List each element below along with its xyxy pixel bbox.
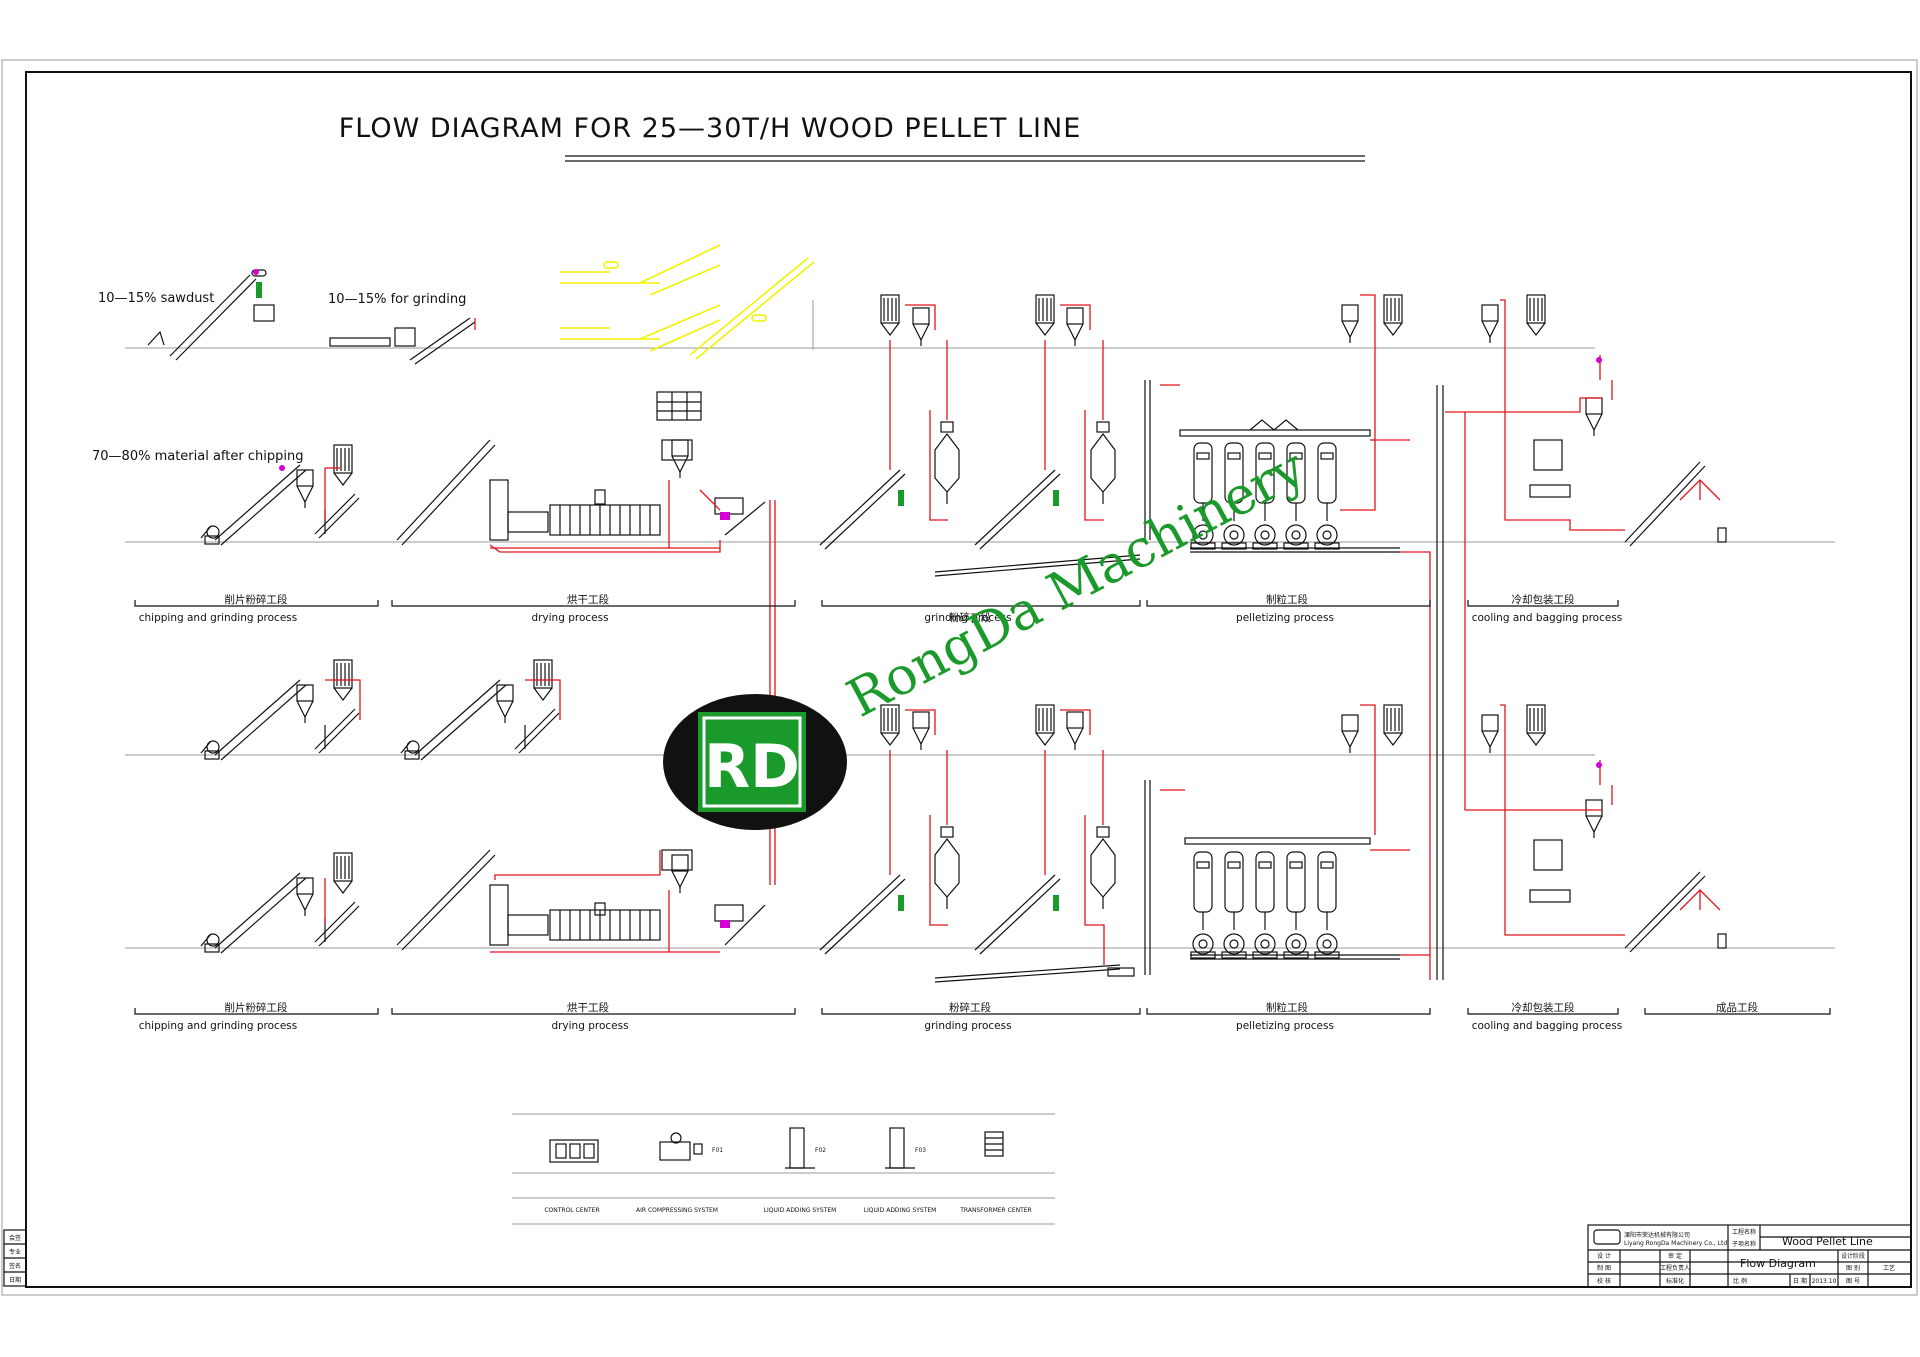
section-label-en: chipping and grinding process bbox=[139, 1020, 297, 1032]
tb-row-label: 校 核 bbox=[1597, 1277, 1611, 1285]
grinding-feeder bbox=[329, 317, 476, 365]
note-sawdust: 10—15% sawdust bbox=[98, 291, 214, 306]
logo-letters: RD bbox=[704, 732, 800, 802]
section-label-en: cooling and bagging process bbox=[1472, 612, 1623, 624]
tb-mid-label: 工程负责人 bbox=[1660, 1264, 1690, 1272]
diagram-title: FLOW DIAGRAM FOR 25—30T/H WOOD PELLET LI… bbox=[339, 113, 1082, 144]
row2-chipping-units bbox=[201, 660, 561, 760]
section-label-cn: 烘干工段 bbox=[567, 1001, 609, 1014]
tb-mid-label: 审 定 bbox=[1668, 1252, 1682, 1260]
watermark-text: RongDa Machinery bbox=[838, 438, 1316, 730]
control-center-icon bbox=[549, 1139, 599, 1163]
section-label-en: grinding process bbox=[924, 1020, 1011, 1032]
tb-right-label: 日 期 bbox=[1793, 1277, 1807, 1285]
legend-name: AIR COMPRESSING SYSTEM bbox=[636, 1207, 718, 1214]
section-label-en: drying process bbox=[551, 1020, 628, 1032]
row1-pelletizing-unit bbox=[1144, 294, 1431, 980]
legend-name: LIQUID ADDING SYSTEM bbox=[864, 1207, 937, 1214]
title-block: 溧阳市荣达机械有限公司 Liyang RongDa Machinery Co.,… bbox=[1587, 1224, 1912, 1288]
section-label-cn: 粉碎工段 bbox=[949, 1001, 991, 1014]
legend-name: LIQUID ADDING SYSTEM bbox=[764, 1207, 837, 1214]
item-label: 子项名称 bbox=[1732, 1240, 1756, 1248]
section-label-en: pelletizing process bbox=[1236, 1020, 1334, 1032]
legend-code: F01 bbox=[712, 1147, 723, 1154]
section-labels-row2: 削片粉碎工段 chipping and grinding process 烘干工… bbox=[139, 1001, 1759, 1032]
section-label-cn: 削片粉碎工段 bbox=[225, 1001, 288, 1014]
legend-code: F02 bbox=[815, 1147, 826, 1154]
liquid-adding-icon bbox=[785, 1127, 815, 1169]
row3-pelletizing-unit bbox=[1144, 704, 1430, 975]
section-label-cn: 烘干工段 bbox=[567, 593, 609, 606]
note-after-chipping: 70—80% material after chipping bbox=[92, 449, 303, 464]
side-stamp: 专业 bbox=[9, 1248, 21, 1256]
tb-right-label: 图 别 bbox=[1846, 1264, 1860, 1272]
section-label-cn: 制粒工段 bbox=[1266, 593, 1308, 606]
legend-name: TRANSFORMER CENTER bbox=[959, 1207, 1031, 1214]
row3-cooling-unit bbox=[1464, 412, 1727, 953]
tb-right-label: 图 号 bbox=[1846, 1278, 1860, 1285]
section-brackets-row2 bbox=[134, 1008, 1831, 1015]
section-label-en: cooling and bagging process bbox=[1472, 1020, 1623, 1032]
side-stamp-block: 会签 专业 签名 日期 bbox=[3, 1229, 27, 1287]
section-label-cn: 成品工段 bbox=[1716, 1001, 1758, 1014]
tb-date: 2013.10 bbox=[1812, 1278, 1837, 1285]
section-label-cn: 粉碎工段 bbox=[949, 611, 991, 624]
tb-row-label: 设 计 bbox=[1597, 1252, 1611, 1260]
ground-lines bbox=[125, 347, 1835, 949]
tb-right-label: 比 例 bbox=[1733, 1277, 1747, 1285]
row1-drying-unit bbox=[396, 391, 776, 885]
section-label-cn: 冷却包装工段 bbox=[1512, 1001, 1575, 1014]
highlighted-conveyors bbox=[560, 244, 815, 360]
rongda-logo: RD bbox=[663, 694, 847, 830]
company-name-cn: 溧阳市荣达机械有限公司 bbox=[1624, 1231, 1690, 1239]
section-label-cn: 制粒工段 bbox=[1266, 1001, 1308, 1014]
air-compressor-icon bbox=[659, 1132, 703, 1161]
side-stamp: 签名 bbox=[9, 1262, 21, 1270]
tb-right-label: 设计阶段 bbox=[1841, 1252, 1865, 1260]
row1-chipping-unit bbox=[201, 445, 359, 545]
section-label-cn: 削片粉碎工段 bbox=[225, 593, 288, 606]
section-label-en: pelletizing process bbox=[1236, 612, 1334, 624]
legend-name: CONTROL CENTER bbox=[544, 1207, 599, 1214]
row3-grinding-unit bbox=[819, 704, 1135, 983]
section-brackets-row1 bbox=[134, 600, 1619, 607]
liquid-adding-icon bbox=[885, 1127, 915, 1169]
project-value: Wood Pellet Line bbox=[1782, 1235, 1873, 1248]
tb-row-label: 制 图 bbox=[1597, 1264, 1611, 1272]
row1-cooling-unit bbox=[1436, 294, 1727, 980]
side-stamp: 会签 bbox=[9, 1234, 21, 1242]
transformer-icon bbox=[984, 1131, 1004, 1157]
note-grinding: 10—15% for grinding bbox=[328, 292, 466, 307]
section-label-en: chipping and grinding process bbox=[139, 612, 297, 624]
sawdust-feeder bbox=[147, 269, 275, 361]
row3-chipping-unit bbox=[201, 853, 359, 953]
project-label: 工程名称 bbox=[1732, 1228, 1756, 1236]
section-label-en: grinding process bbox=[924, 612, 1011, 624]
section-label-en: drying process bbox=[531, 612, 608, 624]
row1-grinding-unit bbox=[819, 294, 1141, 577]
row3-drying-unit bbox=[396, 849, 766, 953]
section-label-cn: 冷却包装工段 bbox=[1512, 593, 1575, 606]
legend-table: F01 F02 F03 CONTROL CENTER AIR COMPRESSI… bbox=[512, 1113, 1055, 1225]
section-labels-row1: 削片粉碎工段 chipping and grinding process 烘干工… bbox=[139, 593, 1623, 624]
tb-mid-label: 标准化 bbox=[1666, 1277, 1684, 1285]
legend-code: F03 bbox=[915, 1147, 926, 1154]
tb-right-label: 工艺 bbox=[1883, 1264, 1895, 1272]
side-stamp: 日期 bbox=[9, 1276, 21, 1284]
company-name-en: Liyang RongDa Machinery Co., Ltd bbox=[1624, 1240, 1727, 1247]
drawing-name: Flow Diagram bbox=[1740, 1257, 1816, 1270]
